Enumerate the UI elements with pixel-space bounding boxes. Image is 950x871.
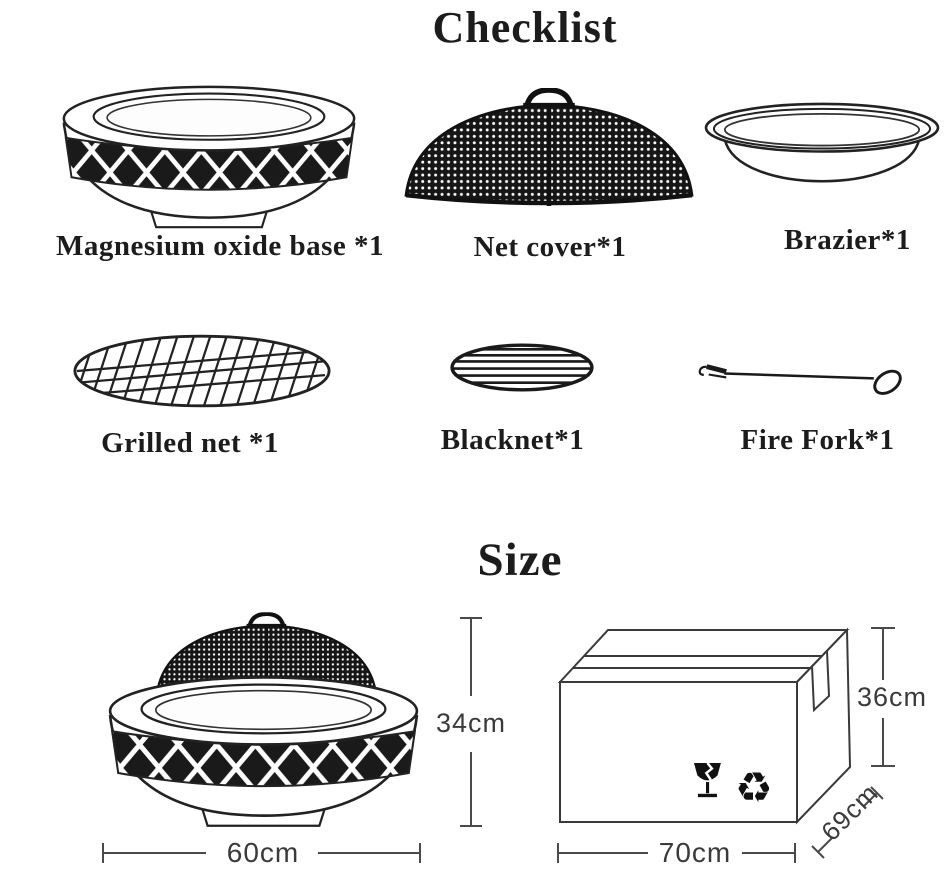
checklist-title: Checklist — [432, 3, 618, 52]
size-title: Size — [477, 534, 563, 586]
brazier-illustration — [704, 102, 940, 183]
shipping-box-illustration — [557, 627, 852, 825]
item-label-net-cover: Net cover*1 — [473, 231, 627, 263]
box-height-label: 36cm — [856, 682, 928, 712]
item-label-blacknet: Blacknet*1 — [440, 424, 585, 456]
magnesium-oxide-base-illustration — [62, 85, 356, 229]
blacknet-illustration — [446, 341, 598, 394]
firepit-width-label: 60cm — [226, 837, 300, 868]
fragile-icon — [694, 762, 721, 798]
item-label-magnesium-oxide-base: Magnesium oxide base *1 — [55, 230, 385, 262]
dimension-line-36cm — [871, 627, 895, 767]
item-label-grilled-net: Grilled net *1 — [101, 427, 279, 459]
dimension-line-34cm — [460, 617, 482, 827]
firepit-assembled-illustration — [110, 614, 417, 826]
recycle-icon: ♻ — [735, 763, 773, 812]
grilled-net-illustration — [68, 330, 336, 412]
fire-fork-illustration — [695, 352, 910, 397]
box-width-label: 70cm — [658, 837, 732, 868]
dimension-line-69cm — [811, 786, 884, 859]
dimension-line-70cm — [557, 843, 796, 863]
net-cover-illustration — [400, 88, 698, 212]
dimension-line-60cm — [102, 843, 421, 863]
size-diagram: ♻ — [102, 600, 895, 863]
item-label-brazier: Brazier*1 — [784, 224, 911, 256]
firepit-height-label: 34cm — [435, 708, 507, 738]
item-label-fire-fork: Fire Fork*1 — [740, 424, 895, 456]
